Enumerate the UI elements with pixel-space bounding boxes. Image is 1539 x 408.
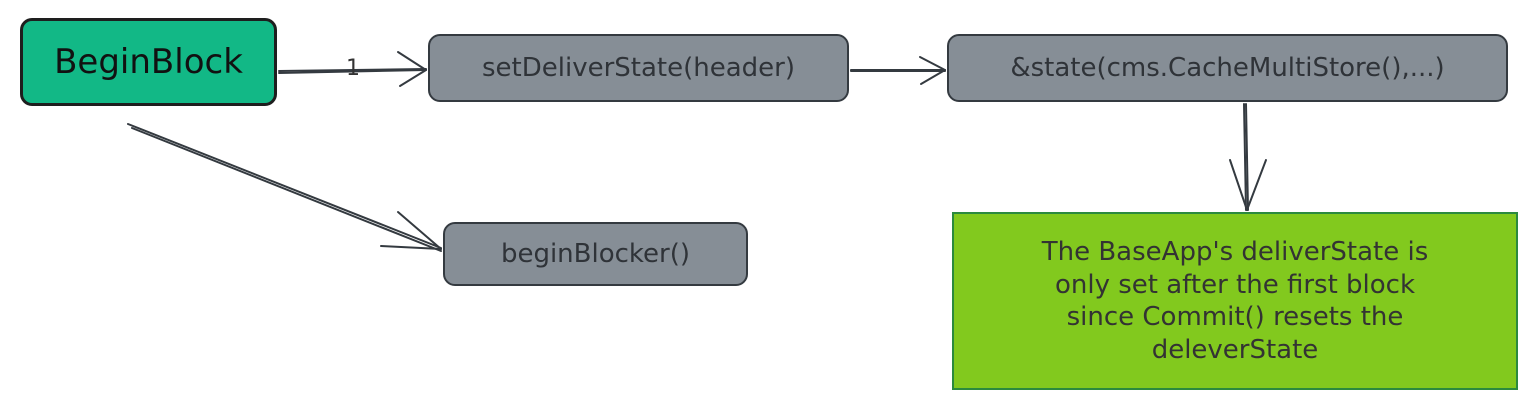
arrow-state-to-note (1229, 103, 1267, 211)
note-box: The BaseApp's deliverState is only set a… (952, 212, 1518, 390)
arrow-begin-to-beginblocker (127, 123, 442, 252)
note-line-1: The BaseApp's deliverState is (1041, 237, 1429, 267)
note-line-3: since Commit() resets the (1066, 302, 1404, 332)
state-label: &state(cms.CacheMultiStore(),...) (1010, 53, 1445, 83)
state-node: &state(cms.CacheMultiStore(),...) (947, 34, 1508, 102)
set-deliver-state-node: setDeliverState(header) (428, 34, 849, 102)
begin-blocker-label: beginBlocker() (500, 239, 691, 269)
arrow-begin-to-setdeliver (278, 51, 427, 87)
begin-block-node: BeginBlock (20, 18, 277, 106)
edge-label-1: 1 (346, 56, 360, 81)
note-line-4: deleverState (1151, 334, 1319, 365)
note-line-2: only set after the first block (1054, 269, 1416, 300)
begin-blocker-node: beginBlocker() (443, 222, 748, 286)
arrow-setdeliver-to-state (850, 56, 946, 85)
set-deliver-state-label: setDeliverState(header) (482, 53, 795, 83)
begin-block-label: BeginBlock (54, 42, 243, 82)
